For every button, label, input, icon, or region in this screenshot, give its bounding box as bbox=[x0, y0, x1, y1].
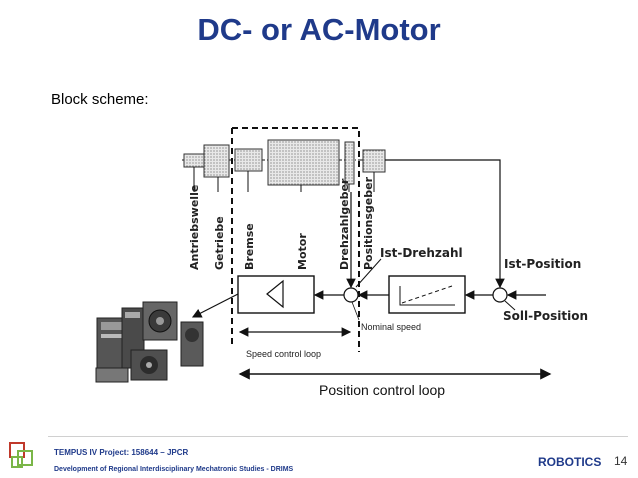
label-motor: Motor bbox=[296, 233, 309, 270]
servo-drives-photo bbox=[95, 301, 204, 383]
slide-title: DC- or AC-Motor bbox=[197, 12, 441, 47]
label-positionsgeber: Positionsgeber bbox=[362, 176, 375, 270]
motor-component bbox=[267, 139, 340, 186]
soll-position-leader bbox=[504, 300, 516, 311]
label-antriebswelle: Antriebswelle bbox=[188, 185, 201, 270]
nominal-speed-leader bbox=[351, 301, 360, 321]
tachometer-component bbox=[344, 141, 355, 185]
position-feedback-line bbox=[385, 159, 505, 289]
brake-component bbox=[234, 148, 263, 172]
label-speed-control-loop: Speed control loop bbox=[246, 349, 321, 359]
power-amplifier-block bbox=[237, 275, 315, 314]
label-drehzahlgeber: Drehzahlgeber bbox=[338, 178, 351, 270]
motor-unit-boundary bbox=[231, 127, 360, 352]
position-summing-junction bbox=[492, 287, 508, 303]
label-ist-position: Ist-Position bbox=[504, 257, 581, 271]
label-getriebe: Getriebe bbox=[213, 216, 226, 270]
label-bremse: Bremse bbox=[243, 223, 256, 270]
footer-divider bbox=[48, 436, 628, 437]
controller-characteristic bbox=[399, 286, 455, 306]
ist-drehzahl-leader bbox=[355, 258, 382, 288]
component-leader-lines bbox=[193, 167, 375, 192]
label-nominal-speed: Nominal speed bbox=[361, 322, 421, 332]
speed-summing-junction bbox=[343, 287, 359, 303]
controller-ramp bbox=[401, 285, 453, 304]
footer-course: ROBOTICS bbox=[538, 455, 602, 469]
position-encoder-component bbox=[362, 149, 386, 173]
output-to-motor-arrow bbox=[191, 293, 239, 318]
label-position-control-loop: Position control loop bbox=[319, 382, 445, 398]
label-ist-drehzahl: Ist-Drehzahl bbox=[380, 246, 463, 260]
block-scheme-label: Block scheme: bbox=[51, 91, 149, 108]
footer-project: TEMPUS IV Project: 158644 – JPCR bbox=[54, 448, 189, 457]
gearbox-component bbox=[203, 144, 230, 178]
page-number: 14 bbox=[614, 454, 628, 468]
drive-shaft-component bbox=[183, 153, 205, 168]
label-soll-position: Soll-Position bbox=[503, 309, 588, 323]
tempus-logo-icon bbox=[9, 442, 33, 468]
amplifier-triangle bbox=[266, 279, 284, 309]
footer-program: Development of Regional Interdisciplinar… bbox=[54, 466, 294, 473]
